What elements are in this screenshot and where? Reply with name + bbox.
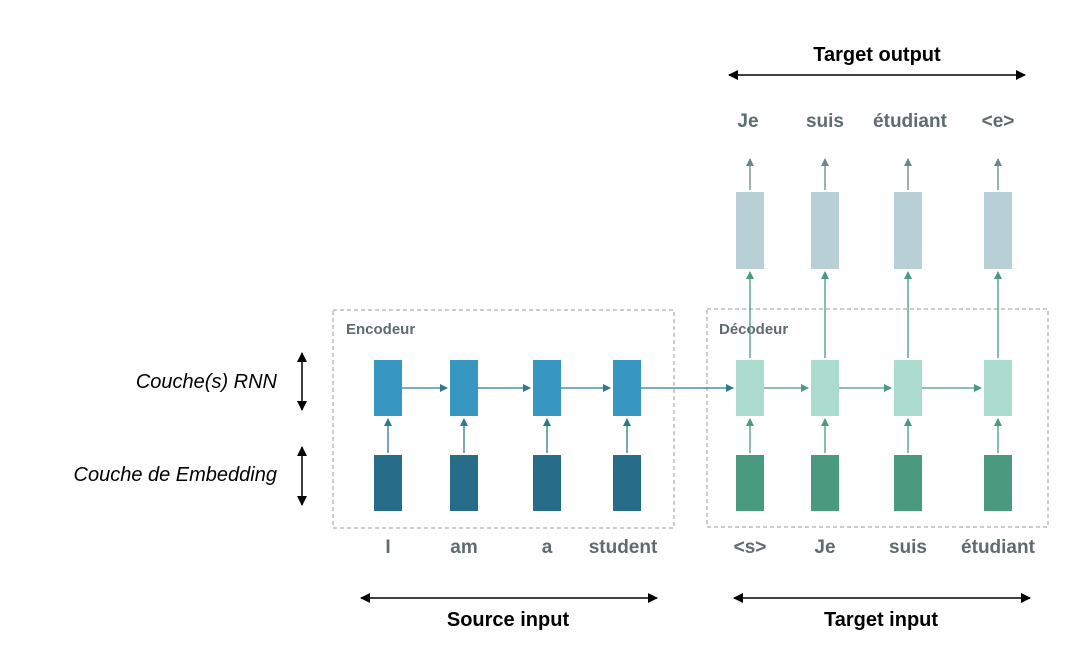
target-input-word: <s> [734, 537, 767, 558]
decoder-embedding-cell [894, 455, 922, 511]
target-input-label: Target input [824, 609, 938, 631]
encoder-title: Encodeur [346, 321, 415, 338]
encoder-rnn-cell [450, 360, 478, 416]
target-output-word: étudiant [873, 111, 948, 132]
output-projection-cell [894, 192, 922, 269]
source-word: student [589, 537, 658, 558]
decoder-title: Décodeur [719, 321, 788, 338]
decoder-rnn-cell [984, 360, 1012, 416]
target-input-word: Je [814, 537, 835, 558]
encoder-rnn-cell [533, 360, 561, 416]
decoder-embedding-cell [811, 455, 839, 511]
decoder-box [706, 308, 1049, 528]
source-word: a [542, 537, 553, 558]
output-projection-cell [984, 192, 1012, 269]
output-projection-cell [736, 192, 764, 269]
target-output-word: Je [737, 111, 758, 132]
target-input-word: étudiant [961, 537, 1036, 558]
source-input-label: Source input [447, 609, 570, 631]
encoder-rnn-cell [374, 360, 402, 416]
encoder-embedding-cell [613, 455, 641, 511]
encoder-embedding-cell [533, 455, 561, 511]
target-input-word: suis [889, 537, 927, 558]
decoder-rnn-cell [736, 360, 764, 416]
decoder-embedding-cell [984, 455, 1012, 511]
target-output-word: <e> [982, 111, 1015, 132]
source-word: am [450, 537, 477, 558]
decoder-embedding-cell [736, 455, 764, 511]
decoder-rnn-cell [811, 360, 839, 416]
encoder-box [332, 309, 675, 529]
rnn-layers-label: Couche(s) RNN [136, 371, 278, 393]
encoder-embedding-cell [450, 455, 478, 511]
source-word: I [385, 537, 390, 558]
embedding-layer-label: Couche de Embedding [74, 464, 277, 486]
encoder-rnn-cell [613, 360, 641, 416]
decoder-rnn-cell [894, 360, 922, 416]
target-output-word: suis [806, 111, 844, 132]
encoder-embedding-cell [374, 455, 402, 511]
target-output-label: Target output [813, 44, 941, 66]
output-projection-cell [811, 192, 839, 269]
